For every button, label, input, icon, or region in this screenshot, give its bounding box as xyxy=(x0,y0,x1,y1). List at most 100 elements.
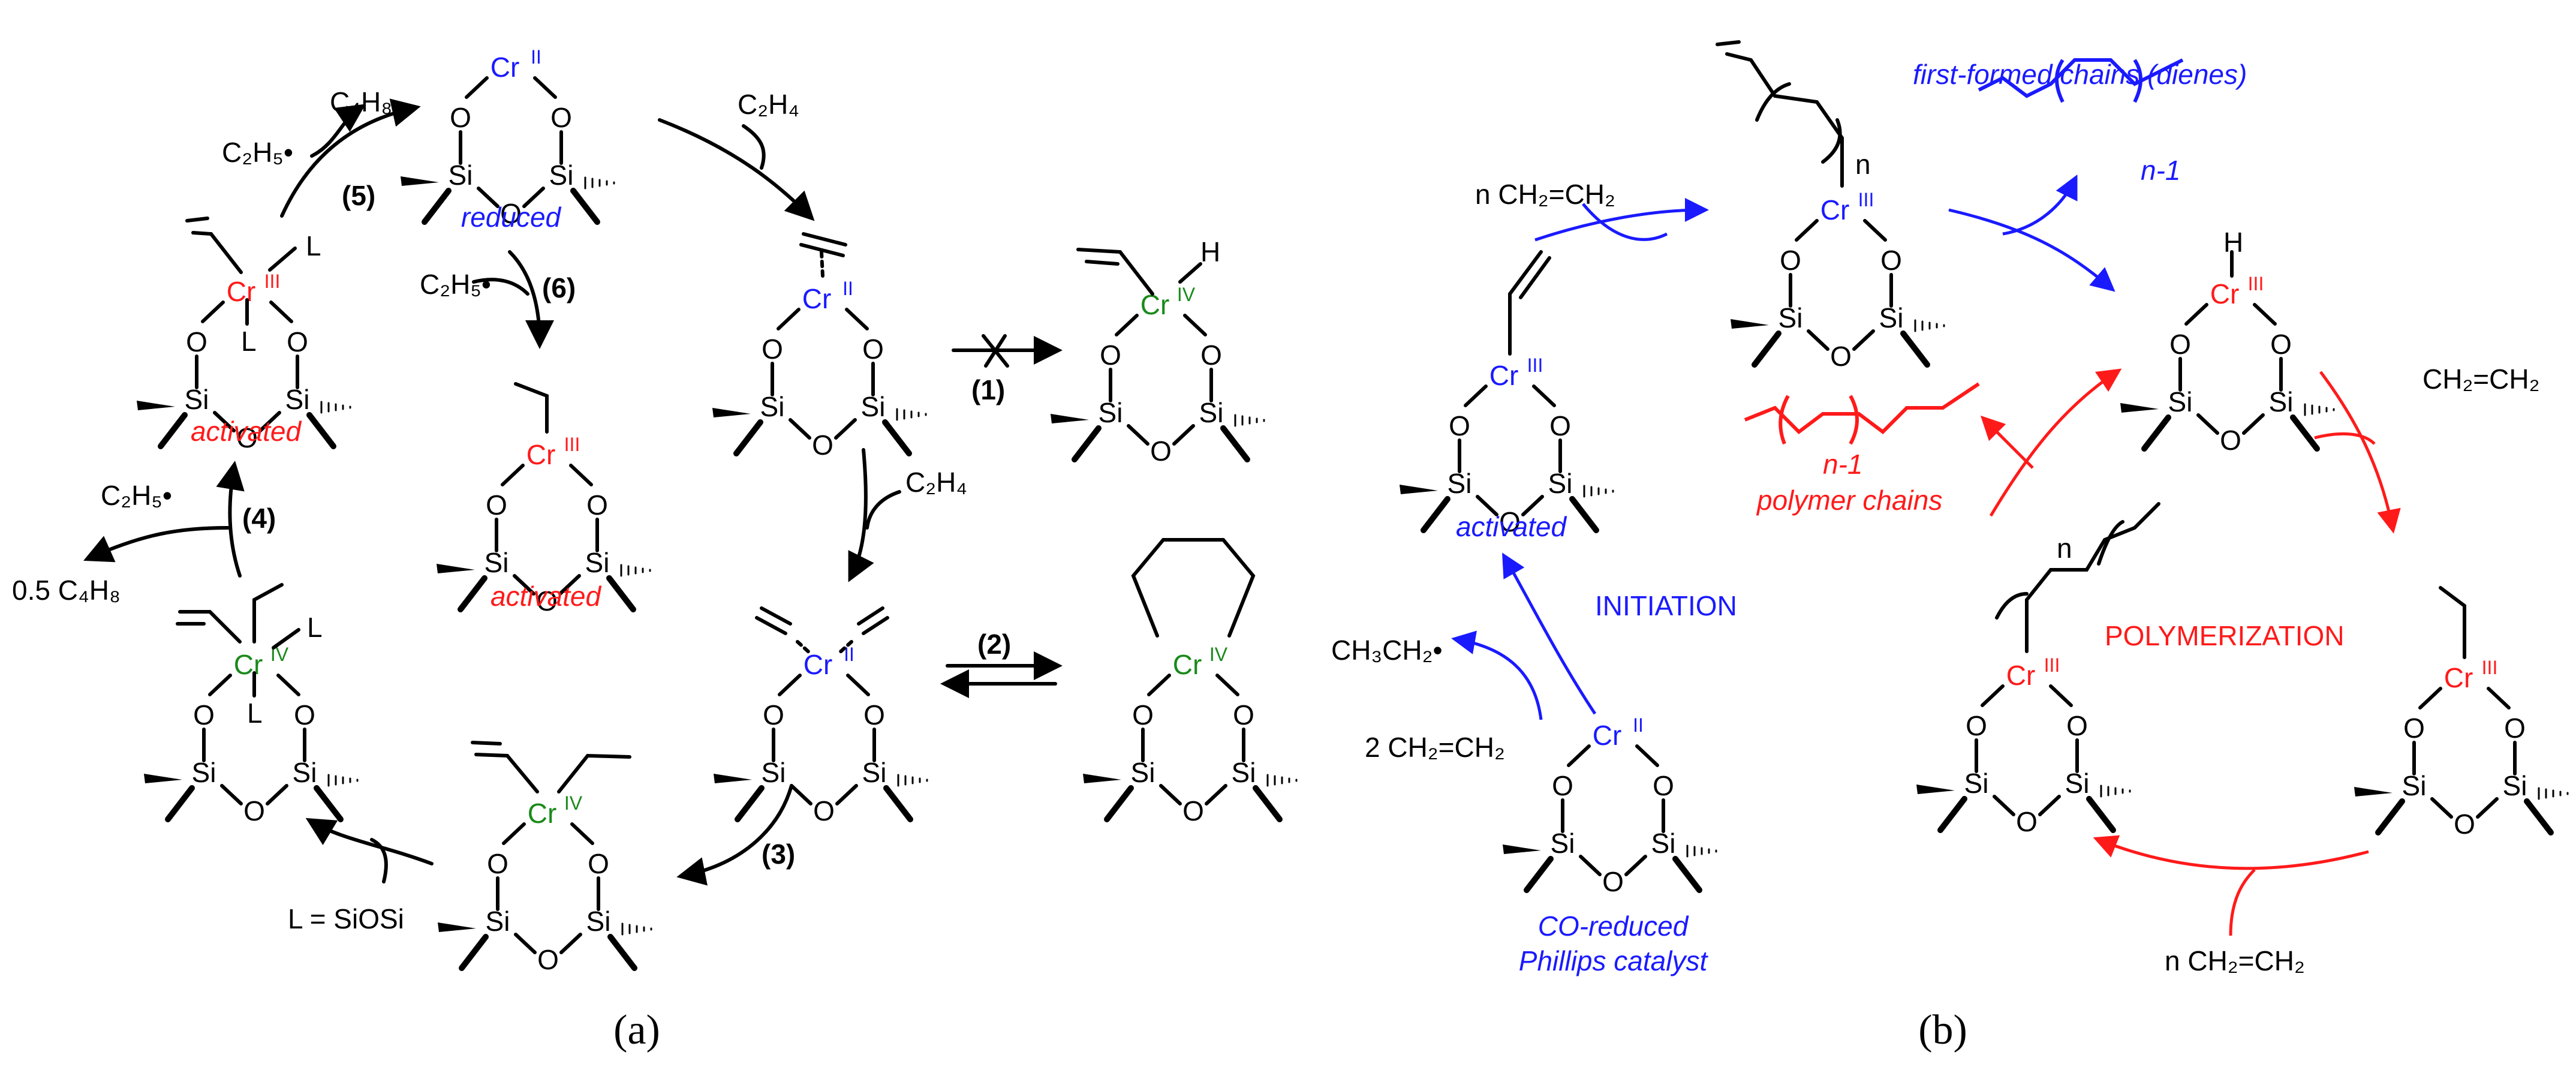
label-activated: activated xyxy=(1456,511,1567,542)
oxygen-atom: O xyxy=(2220,425,2241,456)
label-initiation: INITIATION xyxy=(1595,590,1737,621)
chromium-atom: Cr xyxy=(1820,194,1850,226)
silicon-atom: Si xyxy=(2168,386,2193,417)
label-activated: activated xyxy=(490,581,602,612)
oxygen-atom: O xyxy=(863,699,885,731)
arrow-beta-h xyxy=(1948,208,2115,292)
chromium-atom: Cr xyxy=(1140,289,1170,320)
silicon-atom: Si xyxy=(586,906,611,937)
oxygen-atom: O xyxy=(2270,329,2292,360)
silicon-atom: Si xyxy=(549,160,574,191)
label-polymerization: POLYMERIZATION xyxy=(2105,620,2345,651)
oxygen-atom: O xyxy=(1880,245,1902,276)
silicon-atom: Si xyxy=(1548,468,1573,499)
ligand-label: L xyxy=(307,612,323,643)
arrow-c2h5-in xyxy=(310,104,366,158)
step-1: (1) xyxy=(971,374,1005,405)
silicon-atom: Si xyxy=(861,391,886,422)
label-two-ethylene: 2 CH₂=CH₂ xyxy=(1365,732,1505,763)
oxygen-atom: O xyxy=(2454,808,2475,840)
caption-b: (b) xyxy=(1918,1007,1967,1053)
oxidation-state: III xyxy=(564,434,580,455)
oxygen-atom: O xyxy=(193,699,215,731)
oxidation-state: II xyxy=(844,644,854,665)
label-first-formed: first-formed chains (dienes) xyxy=(1913,59,2247,90)
oxygen-atom: O xyxy=(2066,710,2088,741)
oxygen-atom: O xyxy=(2169,329,2191,360)
label-c2h5: C₂H₅• xyxy=(420,269,491,300)
chromium-atom: Cr xyxy=(2006,660,2036,691)
label-c2h4: C₂H₄ xyxy=(738,89,799,120)
oxidation-state: IV xyxy=(1177,284,1196,305)
step-4: (4) xyxy=(242,503,276,534)
growing-chain xyxy=(1995,502,2160,653)
arrow-step-6 xyxy=(508,250,554,349)
arrow-chain-growth xyxy=(1534,198,1709,242)
chromium-atom: Cr xyxy=(227,276,256,307)
vinyl-group xyxy=(471,741,539,794)
oxygen-atom: O xyxy=(1602,866,1624,897)
oxidation-state: III xyxy=(2044,654,2060,676)
step-5: (5) xyxy=(342,180,375,211)
oxidation-state: II xyxy=(531,46,541,68)
chromium-atom: Cr xyxy=(2210,278,2240,309)
arrow-c2h4-in xyxy=(865,490,901,530)
oxygen-atom: O xyxy=(243,795,265,826)
chromium-atom: Cr xyxy=(234,649,263,680)
label-polymer-chains: polymer chains xyxy=(1756,485,1942,516)
oxygen-atom: O xyxy=(1100,339,1121,371)
polymer-chain xyxy=(1744,382,1980,445)
growing-chain xyxy=(1716,40,1844,188)
ethylene-ligand xyxy=(799,232,847,278)
silicon-atom: Si xyxy=(2503,770,2527,801)
label-c2h4: C₂H₄ xyxy=(905,467,967,498)
oxygen-atom: O xyxy=(487,848,508,879)
label-c2h5: C₂H₅• xyxy=(101,480,172,511)
chromium-atom: Cr xyxy=(2444,662,2473,693)
oxygen-atom: O xyxy=(486,489,507,521)
label-c2h5: C₂H₅• xyxy=(222,137,293,168)
silicon-atom: Si xyxy=(760,391,785,422)
arrow-c2h5-in xyxy=(472,278,529,296)
oxygen-atom: O xyxy=(537,944,559,975)
oxygen-atom: O xyxy=(1233,699,1254,731)
oxygen-atom: O xyxy=(294,699,315,731)
silicon-atom: Si xyxy=(1879,302,1904,333)
label-n: n xyxy=(1855,149,1871,180)
label-n-ethylene: n CH₂=CH₂ xyxy=(1475,179,1615,210)
label-c4h8: C₄H₈ xyxy=(330,86,392,118)
vinyl-group xyxy=(1508,250,1551,356)
silicon-atom: Si xyxy=(1551,828,1575,859)
silicon-atom: Si xyxy=(285,384,310,415)
arrow-c2h4-in xyxy=(742,124,766,170)
label-ethylene: CH₂=CH₂ xyxy=(2422,363,2539,395)
oxygen-atom: O xyxy=(2016,806,2038,837)
oxygen-atom: O xyxy=(763,699,784,731)
silicon-atom: Si xyxy=(1778,302,1803,333)
oxidation-state: II xyxy=(1633,714,1644,736)
chromium-atom: Cr xyxy=(1173,649,1202,680)
oxygen-atom: O xyxy=(1549,410,1571,441)
silicon-atom: Si xyxy=(293,757,317,788)
silicon-atom: Si xyxy=(862,757,887,788)
oxidation-state: II xyxy=(842,278,853,299)
oxygen-atom: O xyxy=(588,848,609,879)
oxygen-atom: O xyxy=(2504,713,2526,744)
ethyl-group xyxy=(557,753,631,794)
arrow-termination xyxy=(1989,368,2122,517)
label-half-c4h8: 0.5 C₄H₈ xyxy=(12,575,121,606)
step-2: (2) xyxy=(977,629,1011,660)
arrow-step-4 xyxy=(216,461,245,578)
arrow-insertion xyxy=(2319,371,2401,534)
silicon-atom: Si xyxy=(1651,828,1676,859)
